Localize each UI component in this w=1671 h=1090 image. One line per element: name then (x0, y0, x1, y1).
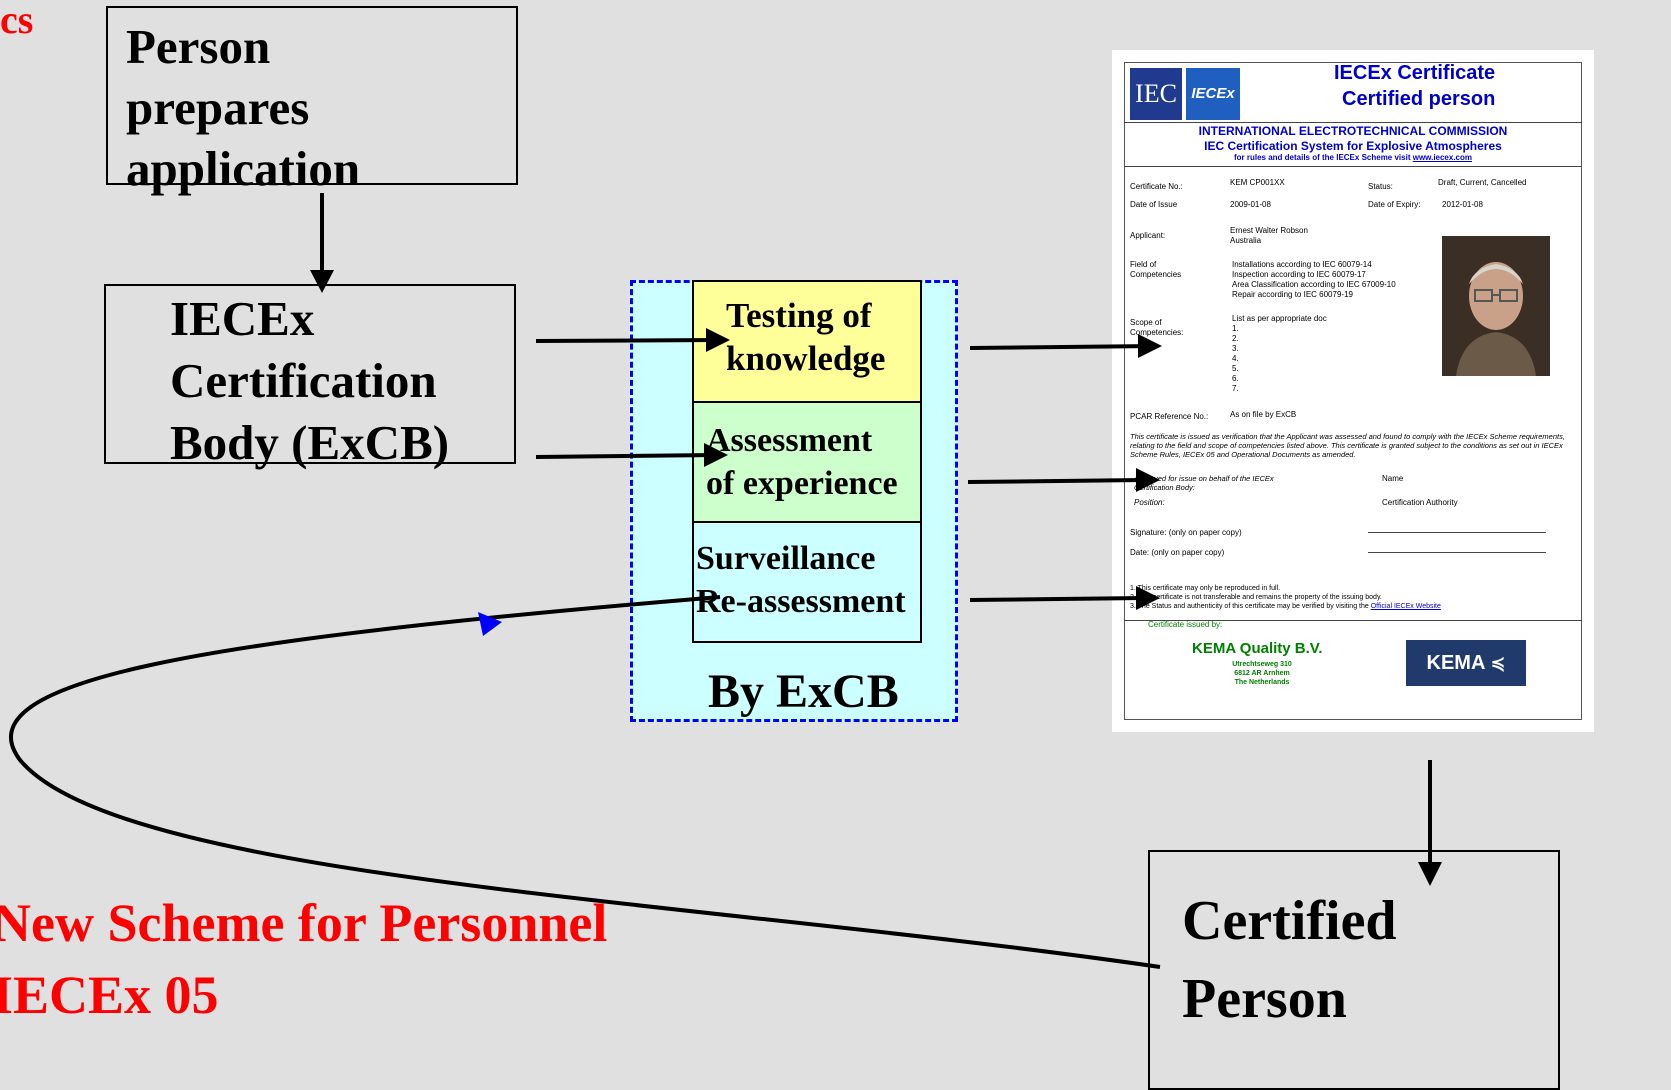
iecex-logo: IECEx (1186, 68, 1240, 120)
person-prepares-application-label: Person prepares application (126, 19, 361, 196)
cert-no-label: Certificate No.: (1130, 182, 1183, 191)
person-prepares-application-box: Person prepares application (106, 6, 518, 196)
loop-direction-arrowhead (478, 612, 502, 636)
applicant-label: Applicant: (1130, 231, 1166, 240)
loop-certified-to-surveillance (8, 595, 1161, 969)
certificate-title-1: IECEx Certificate (1334, 62, 1496, 84)
excb-box: IECEx Certification Body (ExCB) (104, 284, 516, 470)
arrowhead-assessment-to-certificate (1136, 468, 1160, 492)
scheme-title-line2: IECEx 05 (0, 965, 219, 1025)
pcar-label: PCAR Reference No.: (1130, 412, 1209, 421)
applicant-value: Ernest Walter Robson Australia (1230, 226, 1308, 245)
commission-divider (1124, 166, 1582, 167)
arrowhead-excb-to-assessment (704, 443, 728, 467)
assessment-of-experience-label: Assessment of experience (706, 422, 898, 502)
arrow-surveillance-to-certificate (969, 596, 1149, 602)
position-label: Position: (1134, 498, 1165, 507)
scope-value: List as per appropriate doc 1. 2. 3. 4. … (1232, 314, 1327, 393)
surveillance-reassessment-box: Surveillance Re-assessment (692, 521, 922, 643)
issuer-name: KEMA Quality B.V. (1192, 640, 1323, 657)
by-excb-label: By ExCB (708, 665, 899, 718)
field-value: Installations according to IEC 60079-14 … (1232, 260, 1396, 299)
expiry-label: Date of Expiry: (1368, 200, 1421, 209)
expiry-value: 2012-01-08 (1442, 200, 1483, 209)
commission-name: INTERNATIONAL ELECTROTECHNICAL COMMISSIO… (1198, 124, 1508, 138)
certificate-statement: This certificate is issued as verificati… (1130, 432, 1565, 459)
arrowhead-excb-to-testing (706, 328, 730, 352)
notes-link[interactable]: Official IECEx Website (1370, 603, 1441, 610)
field-label: Field of Competencies (1130, 260, 1182, 279)
rules-link[interactable]: www.iecex.com (1412, 153, 1473, 162)
arrowhead-certificate-to-certified (1418, 862, 1442, 886)
arrow-excb-to-testing (535, 338, 719, 343)
certified-person-label: Certified Person (1182, 890, 1397, 1030)
pcar-value: As on file by ExCB (1230, 410, 1297, 419)
date-line (1368, 552, 1546, 553)
certificate-frame (1124, 62, 1582, 720)
arrowhead-surveillance-to-certificate (1136, 586, 1160, 610)
arrow-assessment-to-certificate (967, 478, 1149, 484)
arrowhead-testing-to-certificate (1138, 334, 1162, 358)
arrow-excb-to-assessment (535, 453, 717, 459)
scope-label: Scope of Competencies: (1130, 318, 1184, 337)
signature-label: Signature: (only on paper copy) (1130, 528, 1242, 537)
notes: 1. This certificate may only be reproduc… (1130, 585, 1441, 610)
status-value: Draft, Current, Cancelled (1438, 178, 1527, 187)
certified-person-box: Certified Person (1148, 850, 1560, 1090)
issue-label: Date of Issue (1130, 200, 1178, 209)
footer-divider (1124, 620, 1582, 621)
testing-of-knowledge-label: Testing of knowledge (726, 296, 886, 378)
iec-logo: IEC (1130, 68, 1182, 120)
kema-logo: KEMA ≼ (1406, 640, 1526, 686)
date-label: Date: (only on paper copy) (1130, 548, 1225, 557)
system-name: IEC Certification System for Explosive A… (1204, 139, 1502, 153)
certificate-document: IEC IECEx IECEx Certificate Certified pe… (1112, 50, 1594, 732)
certificate-title-2: Certified person (1342, 88, 1496, 110)
assessment-of-experience-box: Assessment of experience (692, 401, 922, 523)
signature-line (1368, 532, 1546, 533)
arrow-testing-to-certificate (969, 344, 1151, 350)
issue-value: 2009-01-08 (1230, 200, 1271, 209)
arrowhead-person-to-excb (310, 270, 334, 293)
corner-text-fragment: cs (0, 0, 34, 42)
applicant-photo (1442, 236, 1550, 376)
issued-by-label: Certificate issued by: (1148, 620, 1223, 629)
status-label: Status: (1368, 182, 1393, 191)
cert-no-value: KEM CP001XX (1230, 178, 1285, 187)
name-label: Name (1382, 474, 1404, 483)
rules-line: for rules and details of the IECEx Schem… (1233, 153, 1473, 162)
issuer-address: Utrechtseweg 310 6812 AR Arnhem The Neth… (1232, 661, 1292, 686)
position-value: Certification Authority (1382, 498, 1458, 507)
surveillance-reassessment-label: Surveillance Re-assessment (696, 540, 906, 620)
excb-label: IECEx Certification Body (ExCB) (170, 291, 450, 470)
scheme-title-line1: New Scheme for Personnel (0, 893, 608, 953)
header-divider (1124, 122, 1582, 123)
